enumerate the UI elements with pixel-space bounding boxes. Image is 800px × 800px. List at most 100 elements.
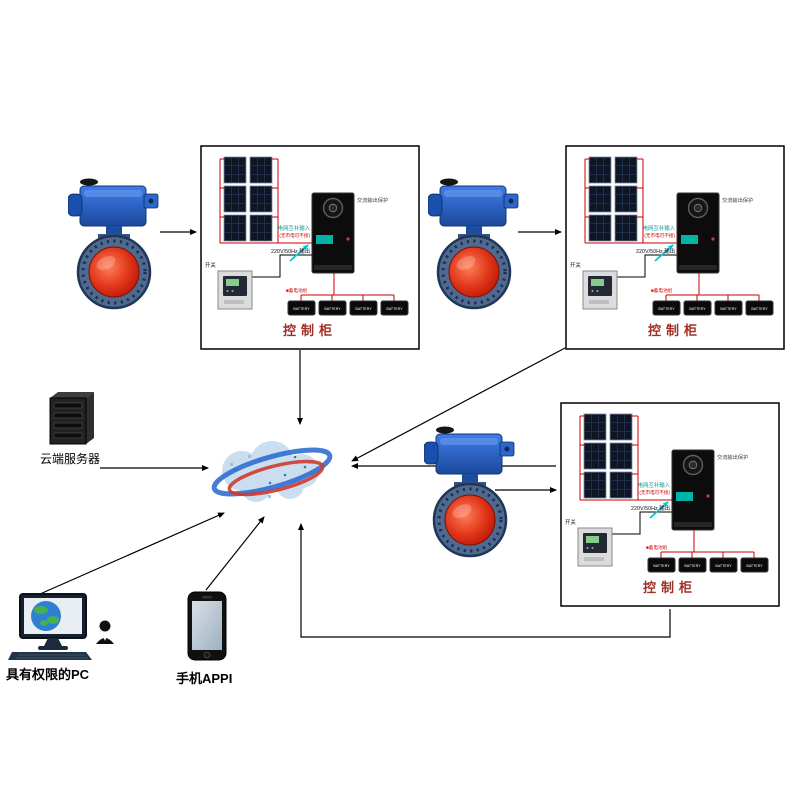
valve-svg bbox=[423, 426, 515, 558]
dc-wiring bbox=[219, 158, 312, 244]
valve-body bbox=[436, 234, 512, 310]
battery-bank: BATTERY BATTERY BATTERY BATTERY bbox=[287, 300, 409, 316]
cabinet-title: 控制柜 bbox=[283, 323, 337, 338]
control-cabinet-3: BATTERY BATTERY BATTERY BATTERY 交流输出保护 电… bbox=[560, 402, 780, 607]
pc-icon bbox=[8, 593, 114, 660]
battery-1 bbox=[652, 300, 681, 316]
battery-3-label: BATTERY bbox=[720, 307, 737, 311]
electric-valve-2 bbox=[427, 172, 528, 312]
red-orbit bbox=[227, 459, 325, 497]
battery-1-label: BATTERY bbox=[658, 307, 675, 311]
cabinet-svg: BATTERY BATTERY BATTERY BATTERY 交流输出保护 电… bbox=[200, 145, 420, 350]
inverter bbox=[676, 192, 720, 274]
meter-screen bbox=[226, 279, 239, 286]
grid-input-label: 电网互补输入 bbox=[278, 224, 311, 232]
inverter-led bbox=[711, 237, 715, 241]
phone-label: 手机APPI bbox=[176, 671, 233, 686]
inverter-screen bbox=[681, 235, 698, 244]
battery-2-label: BATTERY bbox=[684, 564, 701, 568]
valve-stem bbox=[466, 226, 482, 235]
globe-icon bbox=[31, 601, 61, 631]
battery-wiring bbox=[300, 273, 395, 301]
inverter-screen bbox=[676, 492, 693, 501]
battery-3 bbox=[349, 300, 378, 316]
inverter-terminals bbox=[674, 522, 712, 527]
flange-bolts bbox=[441, 239, 507, 305]
valve-body bbox=[76, 234, 152, 310]
flange-bolts bbox=[81, 239, 147, 305]
battery-note-label: ■蓄电池组 bbox=[646, 544, 668, 551]
battery-3 bbox=[714, 300, 743, 316]
switch-label: 开关 bbox=[205, 261, 216, 269]
server-label: 云端服务器 bbox=[39, 452, 100, 466]
pointer-arrow-icon bbox=[289, 244, 309, 262]
switch-label: 开关 bbox=[565, 518, 576, 526]
valve-actuator bbox=[427, 178, 519, 239]
ac-output-label: 220V/50Hz 输出 bbox=[631, 504, 670, 512]
battery-bank: BATTERY BATTERY BATTERY BATTERY bbox=[652, 300, 774, 316]
person-icon bbox=[96, 620, 114, 644]
battery-3 bbox=[709, 557, 738, 573]
battery-4 bbox=[740, 557, 769, 573]
cabinet-svg: BATTERY BATTERY BATTERY BATTERY 交流输出保护 电… bbox=[565, 145, 785, 350]
battery-4 bbox=[745, 300, 774, 316]
battery-note-label: ■蓄电池组 bbox=[286, 287, 308, 294]
valve-stem bbox=[462, 474, 478, 483]
valve-actuator bbox=[67, 178, 159, 239]
grid-input-label: 电网互补输入 bbox=[643, 224, 676, 232]
valve-svg bbox=[427, 178, 519, 310]
grid-note-label: (无市电可不接) bbox=[644, 232, 675, 239]
battery-2-label: BATTERY bbox=[689, 307, 706, 311]
grid-note-label: (无市电可不接) bbox=[639, 489, 670, 496]
ac-protect-label: 交流输出保护 bbox=[722, 196, 753, 204]
inverter-screen bbox=[316, 235, 333, 244]
valve-svg bbox=[67, 178, 159, 310]
battery-note-label: ■蓄电池组 bbox=[651, 287, 673, 294]
battery-2 bbox=[678, 557, 707, 573]
battery-4 bbox=[380, 300, 409, 316]
meter-screen bbox=[591, 279, 604, 286]
battery-3-label: BATTERY bbox=[715, 564, 732, 568]
server-icon bbox=[49, 392, 94, 445]
control-cabinet-1: BATTERY BATTERY BATTERY BATTERY 交流输出保护 电… bbox=[200, 145, 420, 350]
pointer-arrow-icon bbox=[654, 244, 674, 262]
inverter bbox=[671, 449, 715, 531]
electric-valve-3 bbox=[423, 420, 524, 560]
battery-3-label: BATTERY bbox=[355, 307, 372, 311]
valve-disc bbox=[448, 246, 500, 298]
cabinet-title: 控制柜 bbox=[643, 580, 697, 595]
battery-1 bbox=[287, 300, 316, 316]
link-pc-hub bbox=[39, 512, 225, 595]
inverter-led bbox=[346, 237, 350, 241]
grid-note-label: (无市电可不接) bbox=[279, 232, 310, 239]
flange-bolts bbox=[437, 487, 503, 553]
phone-icon bbox=[187, 591, 227, 661]
dc-wiring bbox=[579, 415, 672, 501]
battery-2 bbox=[318, 300, 347, 316]
power-meter bbox=[577, 527, 613, 567]
ac-protect-label: 交流输出保护 bbox=[717, 453, 748, 461]
pointer-arrow-icon bbox=[649, 501, 669, 519]
battery-1-label: BATTERY bbox=[293, 307, 310, 311]
valve-body bbox=[432, 482, 508, 558]
actuator-motor bbox=[427, 193, 443, 217]
meter-screen bbox=[586, 536, 599, 543]
battery-4-label: BATTERY bbox=[386, 307, 403, 311]
home-button-icon bbox=[203, 651, 211, 659]
power-meter bbox=[217, 270, 253, 310]
dc-wiring bbox=[584, 158, 677, 244]
inverter-led bbox=[706, 494, 710, 498]
valve-disc bbox=[88, 246, 140, 298]
battery-wiring bbox=[665, 273, 760, 301]
ac-output-label: 220V/50Hz 输出 bbox=[636, 247, 675, 255]
battery-1-label: BATTERY bbox=[653, 564, 670, 568]
phone-screen bbox=[192, 601, 222, 650]
pc-label: 具有权限的PC bbox=[6, 667, 90, 682]
cabinet-svg: BATTERY BATTERY BATTERY BATTERY 交流输出保护 电… bbox=[560, 402, 780, 607]
cabinet-title: 控制柜 bbox=[648, 323, 702, 338]
battery-4-label: BATTERY bbox=[746, 564, 763, 568]
actuator-motor bbox=[67, 193, 83, 217]
grid-input-label: 电网互补输入 bbox=[638, 481, 671, 489]
